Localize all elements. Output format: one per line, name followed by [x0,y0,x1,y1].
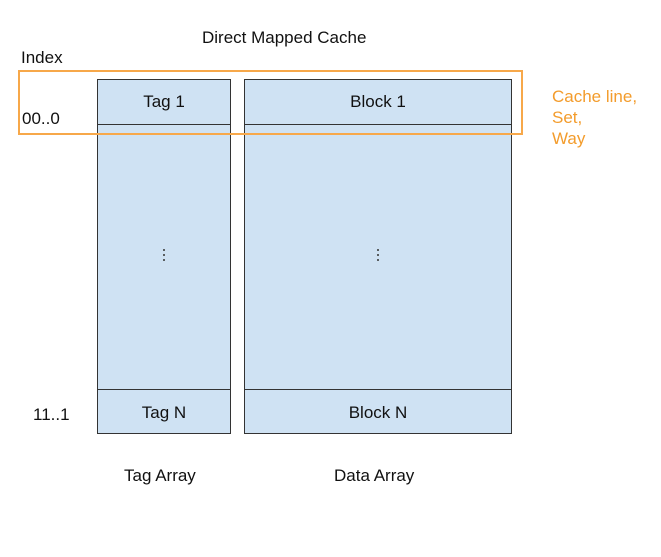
annotation-line-2: Set, [552,108,583,127]
tag-array-top-divider [98,124,230,125]
index-label: Index [21,48,63,67]
block-first-entry: Block 1 [350,92,406,111]
tag-array-caption: Tag Array [124,466,196,485]
tag-array-bottom-divider [98,389,230,390]
block-last-entry: Block N [348,403,408,422]
cache-line-highlight [18,70,523,135]
tag-first-entry: Tag 1 [143,92,185,111]
data-array-box: Block 1 Block N [244,79,512,434]
cache-line-annotation: Cache line, Set, Way [552,86,637,149]
index-first-value: 00..0 [22,109,60,128]
data-array-caption: Data Array [334,466,415,485]
data-array-top-divider [245,124,511,125]
data-array-ellipsis [377,249,380,264]
index-last-value: 11..1 [33,405,70,424]
tag-array-box: Tag 1 Tag N [97,79,231,434]
diagram-title: Direct Mapped Cache [202,28,367,47]
tag-array-ellipsis [163,249,166,264]
annotation-line-1: Cache line, [552,87,638,106]
tag-last-entry: Tag N [141,403,187,422]
data-array-bottom-divider [245,389,511,390]
annotation-line-3: Way [552,129,586,148]
